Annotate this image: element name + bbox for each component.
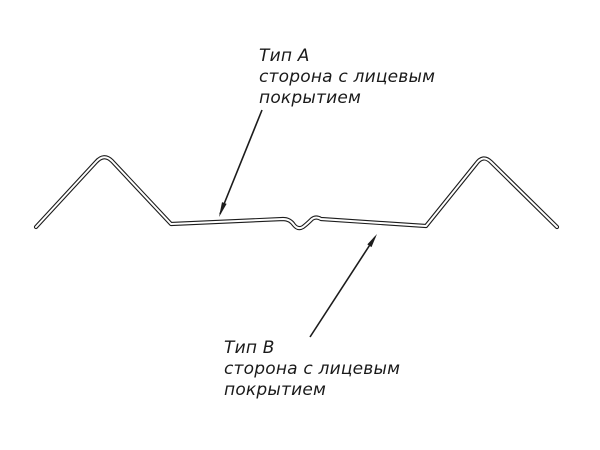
callout-type-a: Тип А сторона с лицевым покрытием (259, 46, 435, 109)
leader-line-type-b (309, 236, 376, 338)
callout-type-b-desc-line1: сторона с лицевым (224, 359, 401, 379)
callout-type-b: Тип В сторона с лицевым покрытием (224, 338, 400, 401)
callout-type-b-desc-line2: покрытием (224, 380, 327, 400)
arrowhead-type-a (219, 202, 227, 217)
profile-outline (33, 155, 560, 231)
leader-line-type-a (219, 109, 263, 215)
callout-type-a-desc-line1: сторона с лицевым (259, 67, 436, 87)
arrowhead-type-b (367, 234, 377, 248)
profile-inner-line (35, 156, 558, 230)
callout-type-a-title: Тип А (259, 46, 310, 66)
callout-type-a-desc-line2: покрытием (259, 88, 362, 108)
callout-type-b-title: Тип В (224, 338, 275, 358)
